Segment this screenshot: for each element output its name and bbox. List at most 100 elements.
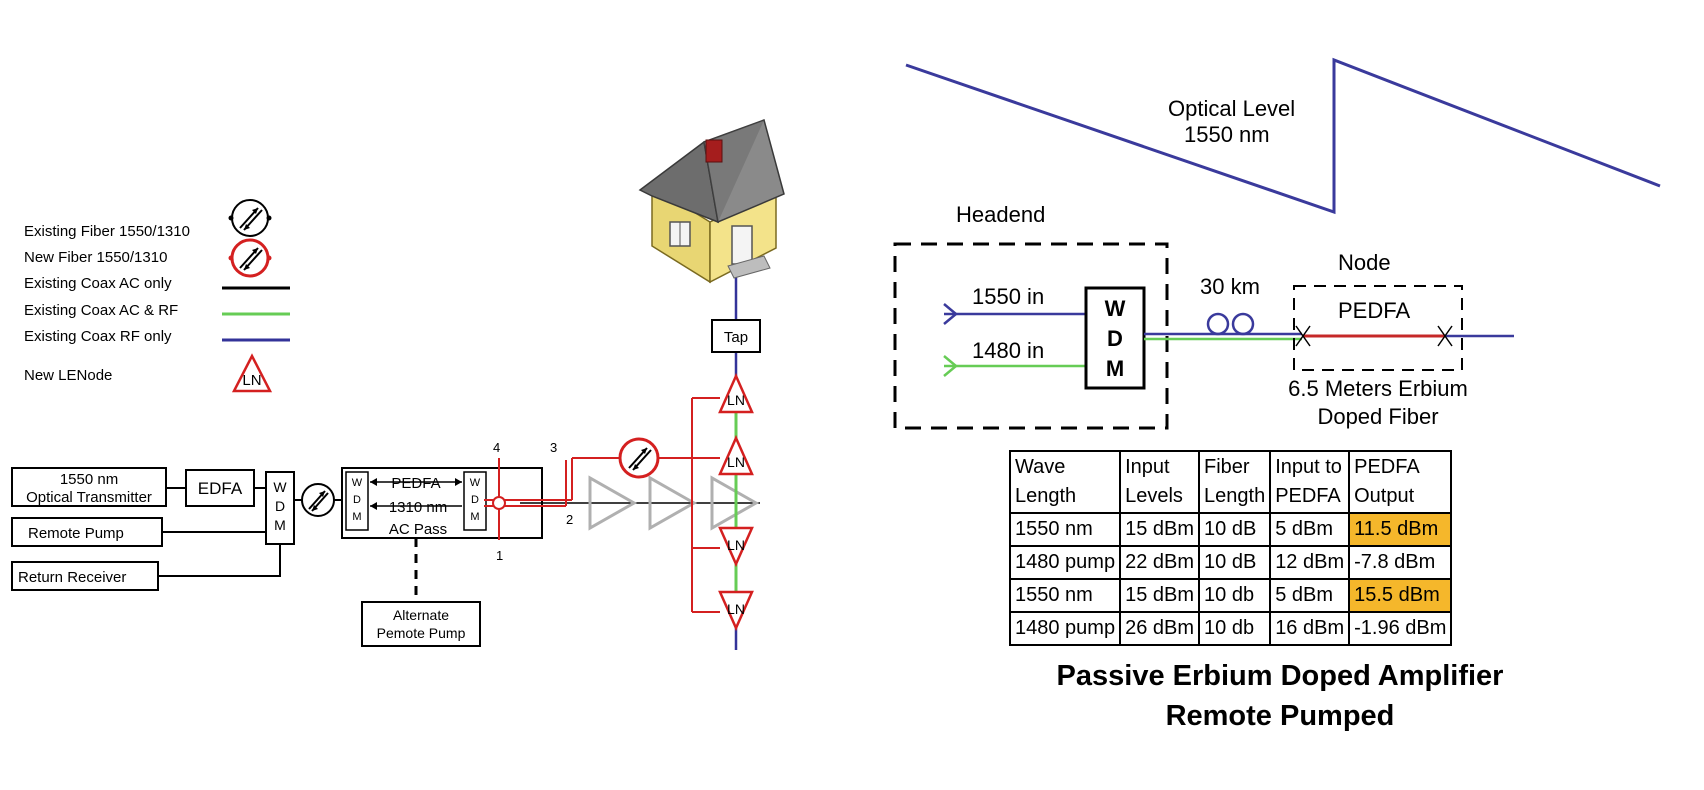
alternate-pump-line-1: Alternate [393,607,449,623]
lenode-2: LN [718,434,754,476]
pedfa-module-line-2: 1310 nm [389,499,447,516]
svg-text:D: D [353,494,361,506]
table-cell-output: 11.5 dBm [1348,512,1453,547]
svg-text:M: M [1106,356,1124,381]
remote-pump-box [11,517,163,547]
optical-level-line-2: 1550 nm [1184,122,1270,147]
table-cell-output: 15.5 dBm [1348,578,1453,613]
caption-line-2: Remote Pumped [1165,700,1395,732]
headend-box [893,242,1169,430]
new-fiber-connector-icon [618,437,660,479]
legend-label-new-lenode: New LENode [24,367,112,384]
return-receiver-box [11,561,159,591]
splice-point [492,496,506,510]
svg-text:LN: LN [242,372,261,389]
lenode-4: LN [718,590,754,632]
table-cell: 10 db [1198,611,1272,646]
table-row: 1480 pump 26 dBm 10 db 16 dBm -1.96 dBm [1008,611,1453,646]
legend-label-new-fiber: New Fiber 1550/1310 [24,249,167,266]
input-1480-label: 1480 in [972,338,1044,363]
tap-box [711,319,761,353]
table-cell: 10 dB [1198,545,1272,580]
svg-text:W: W [273,479,287,495]
svg-text:D: D [471,494,479,506]
node-box [1293,285,1463,371]
splice-mark-right [1437,325,1453,347]
transmitter-line-2: Optical Transmitter [26,489,152,506]
table-cell: 5 dBm [1269,512,1351,547]
table-cell: 10 dB [1198,512,1272,547]
port-label-2: 2 [566,512,573,527]
edfa-label: EDFA [198,479,243,498]
pedfa-module-wdm-left [345,471,369,531]
left-network-diagram: 1550 nm Optical Transmitter EDFA W D M R… [11,119,785,650]
fiber-note-line-2: Doped Fiber [1317,404,1438,429]
alternate-pump-line-2: Pemote Pump [377,625,466,641]
table-row: 1550 nm 15 dBm 10 dB 5 dBm 11.5 dBm [1008,512,1453,547]
distance-label: 30 km [1200,274,1260,299]
lenode-1: LN [718,372,754,414]
pedfa-module-line-3: AC Pass [389,521,447,538]
port-label-1: 1 [496,548,503,563]
table-cell: 26 dBm [1119,611,1201,646]
svg-text:W: W [1105,296,1126,321]
table-cell: 5 dBm [1269,578,1351,613]
existing-fiber-icon [228,199,272,237]
alternate-pump-box [361,601,481,647]
transmitter-line-1: 1550 nm [60,471,118,488]
existing-amplifier-icons [588,475,760,531]
node-label: Node [1338,250,1391,275]
return-receiver-label: Return Receiver [18,569,126,586]
table-cell: 16 dBm [1269,611,1351,646]
table-cell: 22 dBm [1119,545,1201,580]
house-icon [638,119,785,284]
existing-fiber-connector-icon [301,483,335,517]
table-row: 1550 nm 15 dBm 10 db 5 dBm 15.5 dBm [1008,578,1453,613]
table-cell: 1550 nm [1008,578,1122,613]
new-fiber-icon [228,238,272,278]
svg-text:LN: LN [727,392,745,408]
svg-text:LN: LN [727,454,745,470]
table-cell: 15 dBm [1119,512,1201,547]
table-cell-output: -1.96 dBm [1348,611,1453,646]
table-cell: 1480 pump [1008,545,1122,580]
table-cell: 1550 nm [1008,512,1122,547]
svg-text:M: M [470,511,479,523]
optical-level-line-1: Optical Level [1168,96,1295,121]
svg-text:W: W [470,477,481,489]
table-cell: 15 dBm [1119,578,1201,613]
svg-text:D: D [1107,326,1123,351]
optical-level-line [905,57,1661,215]
pedfa-label: PEDFA [1338,298,1410,323]
caption-line-1: Passive Erbium Doped Amplifier [1056,660,1504,692]
lenode-3: LN [718,526,754,568]
tap-label: Tap [724,329,748,346]
table-cell: 12 dBm [1269,545,1351,580]
legend-label-coax-ac-rf: Existing Coax AC & RF [24,302,178,319]
port-label-3: 3 [550,440,557,455]
remote-pump-label: Remote Pump [28,525,124,542]
wdm-box-left [265,471,295,545]
svg-text:LN: LN [727,537,745,553]
pedfa-module-line-1: PEDFA [391,475,440,492]
svg-text:M: M [274,517,286,533]
svg-text:LN: LN [727,601,745,617]
svg-text:D: D [275,498,285,514]
legend-label-existing-fiber: Existing Fiber 1550/1310 [24,223,190,240]
svg-text:W: W [352,477,363,489]
splice-mark-left [1295,325,1311,347]
edfa-box [185,469,255,507]
table-cell: 10 db [1198,578,1272,613]
new-lenode-icon: LN [231,353,273,393]
fiber-note-line-1: 6.5 Meters Erbium [1288,376,1468,401]
port-label-4: 4 [493,440,500,455]
headend-label: Headend [956,202,1045,227]
fiber-spool-icon [1206,312,1255,336]
